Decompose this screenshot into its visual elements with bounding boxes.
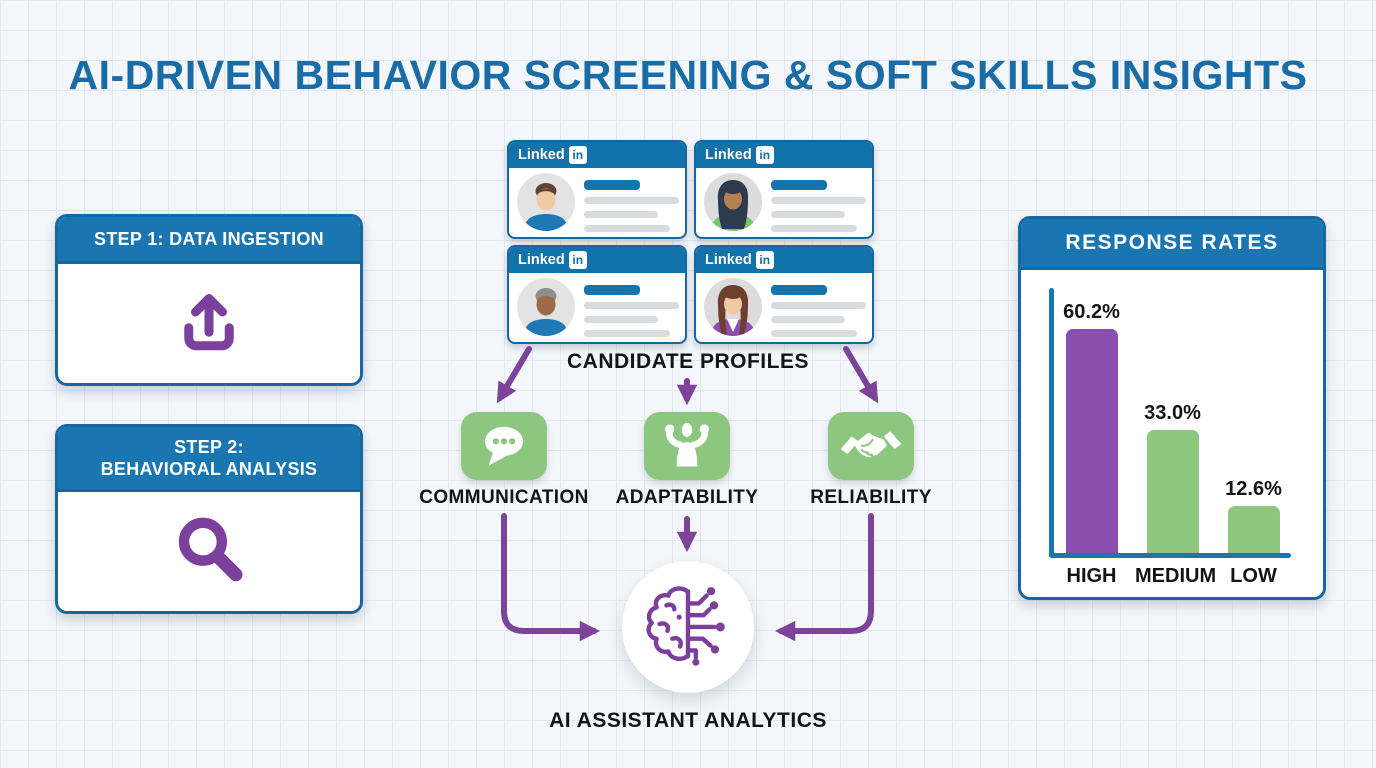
speech-bubble-icon xyxy=(475,418,533,475)
arrow-reliability-to-ai xyxy=(774,513,874,642)
reliability-label: RELIABILITY xyxy=(810,487,932,508)
step2-panel: STEP 2: BEHAVIORAL ANALYSIS xyxy=(55,424,363,614)
profile-text-lines xyxy=(584,178,679,232)
candidate-card: Linked in xyxy=(694,140,874,239)
bar-value-label: 60.2% xyxy=(1063,301,1120,323)
profile-name-line xyxy=(584,284,640,295)
step1-body xyxy=(58,264,360,383)
linkedin-header: Linked in xyxy=(696,247,872,273)
ai-analytics-node xyxy=(622,561,754,693)
linkedin-in-icon: in xyxy=(568,146,587,164)
adaptability-label: ADAPTABILITY xyxy=(615,487,759,508)
bar-group-high: 60.2% xyxy=(1054,301,1129,553)
card-body xyxy=(509,168,685,237)
arrow-communication-to-ai xyxy=(501,513,601,642)
chart-title: RESPONSE RATES xyxy=(1065,231,1279,254)
card-body xyxy=(696,168,872,237)
profile-detail-line xyxy=(584,196,679,204)
bar-low xyxy=(1227,506,1280,553)
profile-detail-line xyxy=(771,224,857,232)
step1-header: STEP 1: DATA INGESTION xyxy=(58,217,360,264)
profile-detail-line xyxy=(771,301,866,309)
category-labels: HIGH MEDIUM LOW xyxy=(1054,565,1291,588)
step2-title-line2: BEHAVIORAL ANALYSIS xyxy=(100,459,318,479)
linkedin-in-icon: in xyxy=(755,146,774,164)
adaptability-tile xyxy=(644,412,730,480)
linkedin-wordmark: Linked xyxy=(705,147,752,163)
linkedin-wordmark: Linked xyxy=(705,252,752,268)
y-axis xyxy=(1049,288,1054,557)
communication-tile xyxy=(461,412,547,480)
x-tick-medium: MEDIUM xyxy=(1135,565,1217,587)
candidate-profiles-label: CANDIDATE PROFILES xyxy=(567,350,809,373)
flexed-arms-icon xyxy=(657,420,717,473)
profile-name-line xyxy=(771,179,827,190)
bar-medium xyxy=(1146,430,1199,553)
profile-detail-line xyxy=(584,315,658,323)
communication-label: COMMUNICATION xyxy=(419,487,589,508)
profile-detail-line xyxy=(584,301,679,309)
bar-group-medium: 33.0% xyxy=(1135,402,1210,553)
card-body xyxy=(509,273,685,342)
candidate-card: Linked in xyxy=(507,245,687,344)
profile-name-line xyxy=(584,179,640,190)
linkedin-header: Linked in xyxy=(696,142,872,168)
bar-high xyxy=(1065,329,1118,553)
step2-header: STEP 2: BEHAVIORAL ANALYSIS xyxy=(58,427,360,492)
candidate-card: Linked in xyxy=(507,140,687,239)
page-title: AI-DRIVEN BEHAVIOR SCREENING & SOFT SKIL… xyxy=(68,52,1308,98)
profile-detail-line xyxy=(584,210,658,218)
chart-header: RESPONSE RATES xyxy=(1021,219,1323,270)
profile-text-lines xyxy=(584,283,679,337)
step2-body xyxy=(58,492,360,611)
profile-detail-line xyxy=(584,329,670,337)
profile-detail-line xyxy=(771,329,857,337)
profile-name-line xyxy=(771,284,827,295)
profile-text-lines xyxy=(771,283,866,337)
profile-detail-line xyxy=(771,210,845,218)
bar-chart: 60.2% 33.0% 12.6% HIGH MEDIUM LOW xyxy=(1021,270,1323,597)
card-body xyxy=(696,273,872,342)
woman-purple-top-avatar xyxy=(704,278,762,341)
older-man-blue-shirt-avatar xyxy=(517,278,575,341)
linkedin-in-icon: in xyxy=(755,251,774,269)
linkedin-wordmark: Linked xyxy=(518,147,565,163)
woman-green-top-avatar xyxy=(704,173,762,236)
linkedin-header: Linked in xyxy=(509,247,685,273)
step1-title: STEP 1: DATA INGESTION xyxy=(94,228,324,249)
response-rates-panel: RESPONSE RATES 60.2% 33.0% 12.6% xyxy=(1018,216,1326,600)
x-axis xyxy=(1049,553,1291,558)
profile-detail-line xyxy=(584,224,670,232)
ai-analytics-label: AI ASSISTANT ANALYTICS xyxy=(549,709,827,732)
brain-circuit-icon xyxy=(639,576,737,679)
bar-value-label: 33.0% xyxy=(1144,402,1201,424)
step2-title-line1: STEP 2: xyxy=(174,436,244,457)
handshake-icon xyxy=(839,423,903,470)
profile-text-lines xyxy=(771,178,866,232)
linkedin-in-icon: in xyxy=(568,251,587,269)
profile-detail-line xyxy=(771,196,866,204)
young-man-blue-shirt-avatar xyxy=(517,173,575,236)
profile-detail-line xyxy=(771,315,845,323)
x-tick-high: HIGH xyxy=(1066,565,1117,587)
candidate-card: Linked in xyxy=(694,245,874,344)
bar-value-label: 12.6% xyxy=(1225,478,1282,500)
magnifier-icon xyxy=(170,510,248,593)
bars-row: 60.2% 33.0% 12.6% xyxy=(1054,293,1291,553)
linkedin-wordmark: Linked xyxy=(518,252,565,268)
linkedin-header: Linked in xyxy=(509,142,685,168)
bar-group-low: 12.6% xyxy=(1216,478,1291,553)
step1-panel: STEP 1: DATA INGESTION xyxy=(55,214,363,386)
upload-icon xyxy=(173,285,245,362)
x-tick-low: LOW xyxy=(1230,565,1277,587)
reliability-tile xyxy=(828,412,914,480)
